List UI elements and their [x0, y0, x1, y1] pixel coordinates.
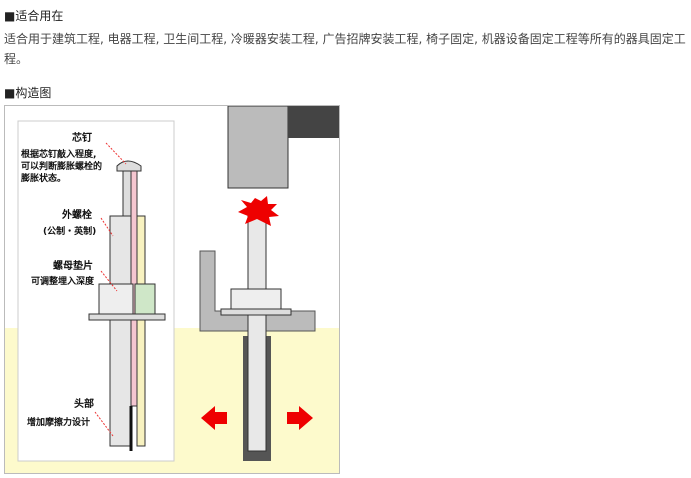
- label-nut-washer: 螺母垫片: [53, 261, 93, 272]
- head-desc: 增加摩擦力设计: [27, 418, 91, 428]
- label-core-pin: 芯钉: [72, 133, 92, 144]
- diagram-graphic: [5, 106, 339, 473]
- label-head: 头部: [74, 399, 94, 410]
- core-pin-desc: 可以判断膨胀螺栓的: [21, 162, 103, 172]
- section-heading-structure: ■构造图: [4, 86, 52, 100]
- section-heading-usage: ■适合用在: [4, 9, 64, 23]
- cutaway-bolt: [88, 160, 166, 451]
- nut-washer-desc: 可调整埋入深度: [31, 277, 95, 287]
- usage-text: 适合用于建筑工程, 电器工程, 卫生间工程, 冷暖器安装工程, 广告招牌安装工程…: [4, 32, 686, 66]
- core-pin-desc: 根据芯钉敲入程度,: [21, 150, 97, 160]
- outer-bolt-desc: (公制・英制): [43, 227, 97, 237]
- structure-diagram: 芯钉 根据芯钉敲入程度, 可以判断膨胀螺栓的 膨胀状态。 外螺栓 (公制・英制)…: [4, 105, 340, 474]
- core-pin-desc: 膨胀状态。: [21, 174, 67, 184]
- label-outer-bolt: 外螺栓: [62, 210, 92, 221]
